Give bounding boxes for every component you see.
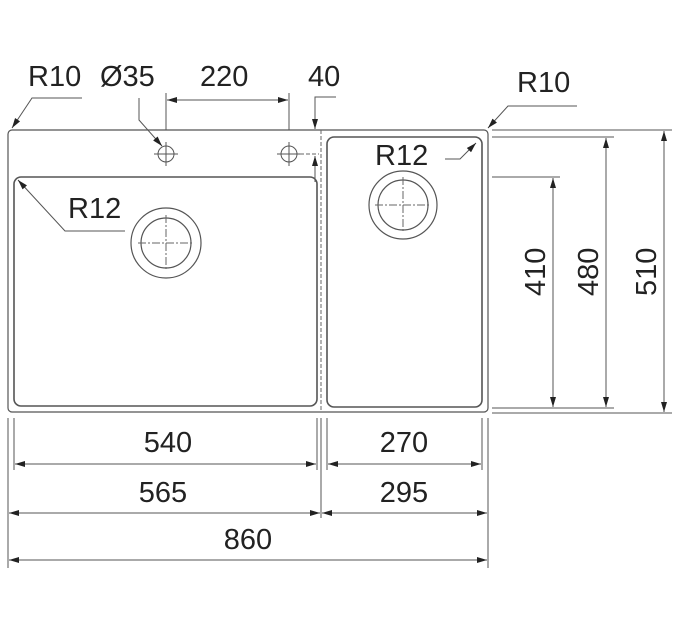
sink-outline [7,129,489,413]
width-565-label: 565 [139,477,187,509]
height-510-label: 510 [631,248,663,296]
r10-left-label: R10 [28,61,81,93]
r10-left-leader [11,97,82,129]
height-480-label: 480 [573,248,605,296]
tap-offset-leader [312,96,336,129]
width-270-label: 270 [380,427,428,459]
tap-offset-label: 40 [308,61,340,93]
r12-left-label: R12 [68,193,121,225]
tap-hole-right-icon [277,142,301,166]
r12-right-leader [445,142,477,160]
width-860-label: 860 [224,524,272,556]
small-bowl [326,136,483,408]
width-540-label: 540 [144,427,192,459]
tap-spacing-label: 220 [200,61,248,93]
r10-right-label: R10 [517,67,570,99]
tap-diameter-label: Ø35 [100,61,155,93]
width-295-label: 295 [380,477,428,509]
tap-diameter-leader [138,98,163,147]
main-drain-icon [130,207,202,279]
height-410-label: 410 [520,248,552,296]
r12-right-label: R12 [375,140,428,172]
r10-right-leader [487,105,577,129]
r12-left-leader [17,179,125,232]
main-bowl [13,176,318,407]
small-drain-icon [368,170,438,240]
tap-hole-left-icon [154,142,178,166]
